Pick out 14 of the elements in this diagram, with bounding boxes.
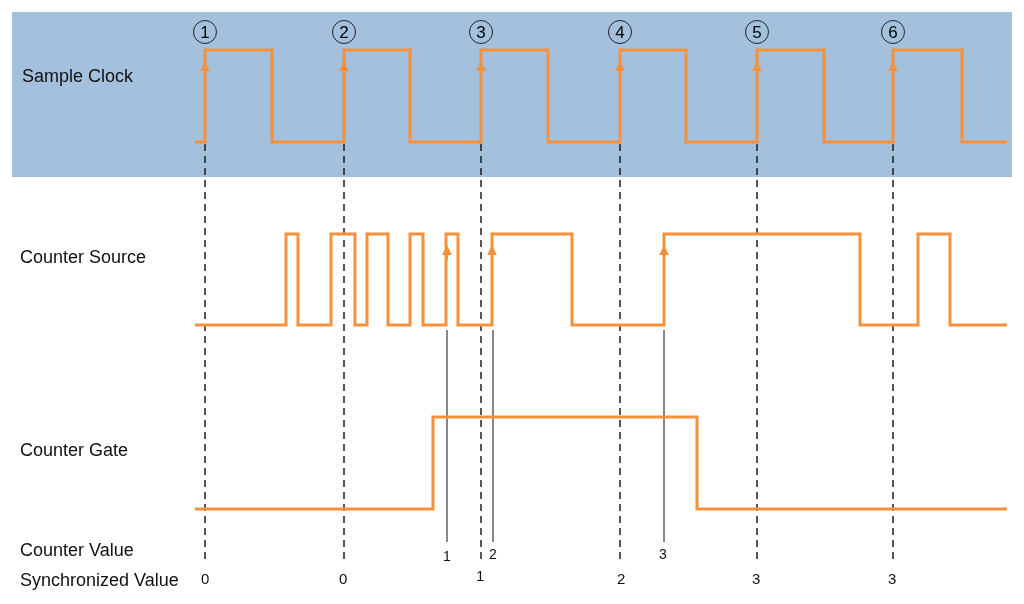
row-label: Synchronized Value <box>20 570 179 591</box>
counter-value: 2 <box>489 546 497 562</box>
synchronized-value: 0 <box>339 570 348 587</box>
signal-label: Counter Source <box>20 247 147 268</box>
row-label: Counter Value <box>20 540 134 561</box>
synchronized-value: 1 <box>476 567 485 584</box>
synchronized-value: 2 <box>617 570 626 587</box>
signal-label: Sample Clock <box>22 66 134 87</box>
signal-label: Counter Gate <box>20 440 129 461</box>
synchronized-value: 0 <box>201 570 210 587</box>
synchronized-value: 3 <box>888 570 897 587</box>
synchronized-value: 3 <box>752 570 761 587</box>
counter-value: 3 <box>659 546 667 562</box>
counter-value: 1 <box>443 548 451 564</box>
